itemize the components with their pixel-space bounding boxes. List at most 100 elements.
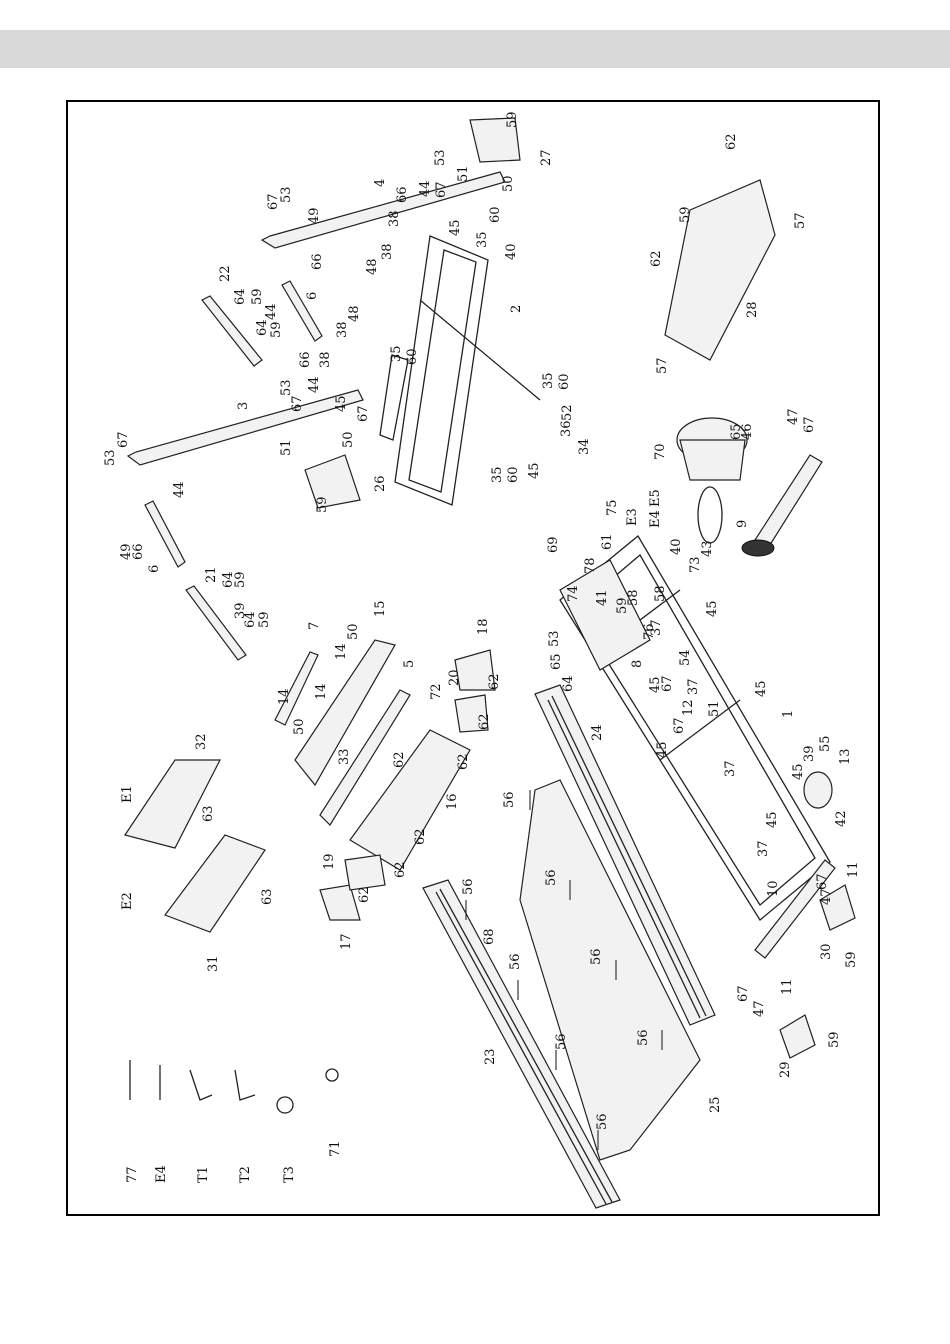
label-E4-tool: E4: [154, 1165, 169, 1183]
label-34: 34: [577, 438, 592, 455]
label-46: 46: [740, 423, 755, 440]
label-59c: 59: [250, 288, 265, 305]
label-15: 15: [373, 600, 388, 617]
label-13: 13: [838, 748, 853, 765]
label-67i: 67: [815, 873, 830, 890]
label-11a: 11: [846, 861, 861, 878]
motor-70-body: [679, 439, 746, 481]
label-67g: 67: [660, 675, 675, 692]
label-62i: 62: [357, 886, 372, 903]
label-64a: 64: [233, 288, 248, 305]
label-T2: T2: [238, 1166, 253, 1183]
label-E1: E1: [120, 785, 135, 803]
label-12: 12: [681, 699, 696, 716]
label-37a: 37: [649, 619, 664, 636]
label-6-lower: 6: [147, 565, 162, 573]
label-42: 42: [834, 810, 849, 827]
belt-43: [697, 486, 723, 544]
label-60a: 60: [488, 206, 503, 223]
label-51a: 51: [456, 165, 471, 182]
label-38c: 38: [335, 321, 350, 338]
label-45g: 45: [655, 741, 670, 758]
label-66c: 66: [298, 351, 313, 368]
label-37c: 37: [723, 760, 738, 777]
end-cap-29: [779, 1014, 816, 1059]
upright-arm-4: [260, 171, 506, 249]
label-55: 55: [818, 735, 833, 752]
label-33: 33: [337, 748, 352, 765]
bracket-5: [319, 689, 411, 826]
label-3: 3: [236, 402, 251, 410]
label-62d: 62: [477, 713, 492, 730]
label-56c: 56: [544, 869, 559, 886]
label-16: 16: [445, 793, 460, 810]
label-67e: 67: [116, 431, 131, 448]
label-67f: 67: [802, 416, 817, 433]
label-4: 4: [373, 179, 388, 187]
label-62c: 62: [487, 673, 502, 690]
tool-T3: [276, 1096, 294, 1114]
label-54: 54: [678, 649, 693, 666]
roller-9: [754, 454, 823, 549]
label-59e: 59: [315, 496, 330, 513]
label-62b: 62: [649, 250, 664, 267]
label-E2: E2: [120, 892, 135, 910]
label-27: 27: [539, 149, 554, 166]
cover-19: [344, 854, 386, 891]
part-labels: 1 2 3 4 5 6 6 7 8 9 10 11 11 12 13 14 14…: [103, 111, 861, 1183]
label-53c: 53: [279, 379, 294, 396]
base-frame-1: [559, 535, 831, 921]
label-64d: 64: [243, 611, 258, 628]
label-78: 78: [583, 557, 598, 574]
label-37d: 37: [756, 840, 771, 857]
label-50c: 50: [346, 623, 361, 640]
label-60c: 60: [557, 373, 572, 390]
label-56e: 56: [589, 948, 604, 965]
grip-21: [185, 585, 247, 661]
label-E5: E5: [648, 489, 663, 507]
label-68: 68: [482, 928, 497, 945]
label-35d: 35: [490, 466, 505, 483]
label-73: 73: [688, 556, 703, 573]
label-14a: 14: [277, 688, 292, 705]
label-14b: 14: [314, 683, 329, 700]
label-25: 25: [708, 1096, 723, 1113]
label-14c: 14: [334, 643, 349, 660]
label-56h: 56: [595, 1113, 610, 1130]
wheel-42: [803, 771, 833, 809]
label-E3: E3: [625, 508, 640, 526]
label-45i: 45: [765, 811, 780, 828]
label-70: 70: [653, 443, 668, 460]
label-39a: 39: [802, 745, 817, 762]
label-52: 52: [560, 404, 575, 421]
label-8: 8: [630, 660, 645, 668]
label-59g: 59: [615, 597, 630, 614]
label-76: 76: [642, 623, 657, 640]
label-60d: 60: [506, 466, 521, 483]
label-56b: 56: [461, 878, 476, 895]
upright-arm-3: [126, 389, 364, 466]
label-40a: 40: [504, 243, 519, 260]
label-74: 74: [566, 585, 581, 602]
label-53e: 53: [547, 630, 562, 647]
label-51c: 51: [707, 700, 722, 717]
label-61: 61: [600, 533, 615, 550]
label-69: 69: [546, 536, 561, 553]
label-59h: 59: [844, 951, 859, 968]
label-38b: 38: [380, 243, 395, 260]
label-62g: 62: [413, 828, 428, 845]
label-45d: 45: [705, 600, 720, 617]
label-59b: 59: [678, 206, 693, 223]
label-59i: 59: [827, 1031, 842, 1048]
label-65b: 65: [549, 653, 564, 670]
label-50b: 50: [341, 431, 356, 448]
header-band: [0, 30, 950, 68]
cover-18: [454, 649, 496, 691]
label-59f: 59: [257, 611, 272, 628]
label-5: 5: [402, 660, 417, 668]
label-62e: 62: [456, 753, 471, 770]
label-43: 43: [700, 540, 715, 557]
label-67j: 67: [736, 985, 751, 1002]
label-67c: 67: [290, 395, 305, 412]
